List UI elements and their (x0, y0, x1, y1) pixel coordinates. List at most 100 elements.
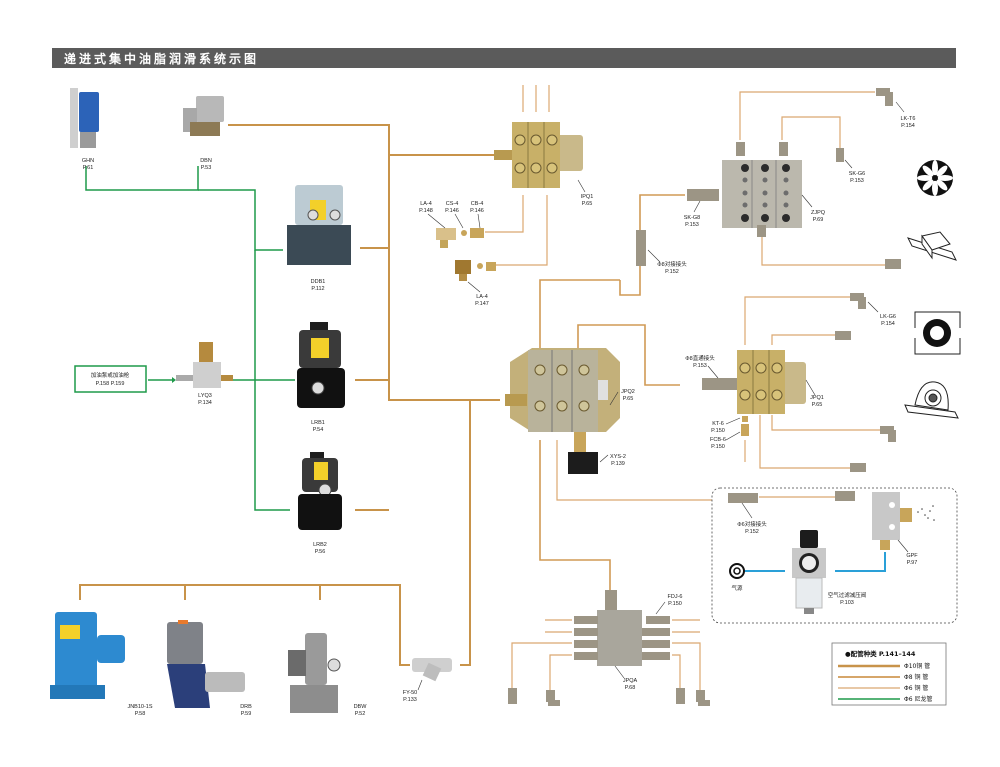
air-system-box (711, 487, 958, 624)
dbw-page: P.52 (355, 711, 366, 717)
jpqa-end-fittings[interactable] (508, 688, 710, 706)
ghn-page: P.61 (83, 165, 94, 171)
jpqa-model: JPQA (623, 678, 638, 684)
linear-guide-icon (907, 231, 957, 261)
ipq1-model: IPQ1 (581, 194, 594, 200)
ddb1-page: P.112 (311, 286, 324, 292)
dbn-page: P.53 (201, 165, 212, 171)
fitting-sk-g6[interactable] (836, 148, 844, 162)
pump-lrb2[interactable] (298, 452, 342, 530)
fitting-end-b[interactable] (850, 463, 866, 472)
fdj6-page: P.150 (668, 601, 682, 607)
page-title: 递进式集中油脂润滑系统示图 (64, 52, 260, 66)
conn8-page: P.152 (665, 269, 679, 275)
regulator-model: 空气过滤减压阀 (828, 591, 867, 599)
skg6a-model: SK-G6 (849, 171, 866, 177)
distributor-ipq1[interactable] (494, 122, 583, 188)
lkg6-page: P.154 (881, 321, 895, 327)
fittings-la4-cs4-cb4[interactable] (436, 228, 496, 281)
air-regulator[interactable] (792, 530, 826, 614)
fan-bearing-icon (917, 160, 953, 196)
conn6-page: P.152 (745, 529, 759, 535)
skg6a-page: P.153 (850, 178, 864, 184)
title-bar: 递进式集中油脂润滑系统示图 (52, 48, 956, 68)
jnb-page: P.58 (135, 711, 146, 717)
distributor-jpq2[interactable] (505, 348, 620, 432)
fitting-gpf-in[interactable] (835, 491, 855, 501)
zjpq-model: ZJPQ (811, 210, 826, 216)
lrb1-page: P.54 (313, 427, 324, 433)
legend-label-phi8: Φ8 铜 管 (904, 673, 928, 681)
filler-pages: P.158 P.159 (96, 381, 125, 387)
fitting-end-zjpq[interactable] (885, 259, 901, 269)
pump-ddb1[interactable] (287, 185, 351, 265)
la4a-page: P.148 (419, 208, 433, 214)
conn6-model: Φ6对接接头 (737, 520, 767, 528)
jpq1-page: P.65 (812, 402, 823, 408)
fcb6-page: P.150 (711, 444, 725, 450)
pump-dbw[interactable] (288, 633, 341, 713)
kt6-page: P.150 (711, 428, 725, 434)
la4b-model: LA-4 (476, 294, 488, 300)
cb4-page: P.146 (470, 208, 484, 214)
plug-kt6[interactable] (742, 416, 748, 422)
lkg6-model: LK-G6 (880, 314, 896, 320)
gpf-model: GPF (906, 553, 918, 559)
fy50-page: P.133 (403, 697, 417, 703)
legend-title: ●配管种类 P.141–144 (845, 649, 916, 658)
la4b-page: P.147 (475, 301, 489, 307)
gpf-nozzle[interactable] (872, 492, 935, 550)
connector-phi8[interactable] (636, 230, 646, 266)
legend-label-phi10: Φ10铜 管 (904, 662, 930, 670)
lkt6-model: LK-T6 (901, 116, 916, 122)
air-source-icon[interactable] (729, 563, 745, 579)
dbw-model: DBW (354, 704, 368, 710)
lrb2-model: LRB2 (313, 542, 327, 548)
pump-jnb10-1s[interactable] (50, 612, 125, 699)
switch-xys2[interactable] (568, 432, 598, 474)
fdj6-model: FDJ-6 (668, 594, 683, 600)
fitting-end-a[interactable] (835, 331, 851, 340)
distributor-zjpq[interactable] (722, 142, 802, 237)
cb4-model: CB-4 (471, 201, 484, 207)
pump-lrb1[interactable] (297, 322, 345, 408)
fitting-lk-t6[interactable] (876, 88, 893, 106)
copper-pipes (79, 85, 885, 690)
fitting-fcb6[interactable] (741, 424, 749, 436)
fy50-model: FY-50 (403, 690, 417, 696)
straight8-model: Φ8直通接头 (685, 354, 715, 362)
pipe-legend: ●配管种类 P.141–144 Φ10铜 管 Φ8 铜 管 Φ6 铜 管 Φ6 … (831, 642, 947, 706)
lyq3-model: LYQ3 (198, 393, 212, 399)
fcb6-model: FCB-6 (710, 437, 726, 443)
jpq2-model: JPQ2 (621, 389, 635, 395)
skg8-page: P.153 (685, 222, 699, 228)
dbn-model: DBN (200, 158, 212, 164)
pump-ghn[interactable] (70, 88, 99, 148)
legend-label-nylon: Φ6 尼龙管 (904, 695, 932, 703)
conn8-model: Φ8对接接头 (657, 260, 687, 268)
xys2-page: P.139 (611, 461, 625, 467)
fitting-elbow-end[interactable] (880, 426, 896, 442)
nylon-pipes (85, 166, 295, 511)
pump-dbn[interactable] (183, 96, 224, 136)
ipq1-page: P.65 (582, 201, 593, 207)
distributor-jpqa[interactable] (574, 590, 670, 666)
lrb1-model: LRB1 (311, 420, 325, 426)
straight8-page: P.153 (693, 363, 707, 369)
connector-phi6[interactable] (728, 493, 758, 503)
lyq3-page: P.134 (198, 400, 212, 406)
fitting-lk-g6[interactable] (850, 293, 866, 309)
ghn-model: GHN (82, 158, 94, 164)
legend-label-phi6: Φ6 铜 管 (904, 684, 928, 692)
regulator-page: P.103 (840, 600, 854, 606)
filter-fy50[interactable] (412, 658, 452, 682)
valve-lyq3[interactable] (176, 342, 233, 388)
filler-box[interactable] (74, 365, 147, 393)
distributor-jpq1[interactable] (702, 350, 806, 414)
pump-drb[interactable] (167, 620, 245, 708)
filler-label: 加油泵或加油枪 (91, 371, 130, 379)
fitting-sk-g8[interactable] (687, 189, 719, 201)
gpf-page: P.97 (907, 560, 918, 566)
xys2-model: XYS-2 (610, 454, 626, 460)
